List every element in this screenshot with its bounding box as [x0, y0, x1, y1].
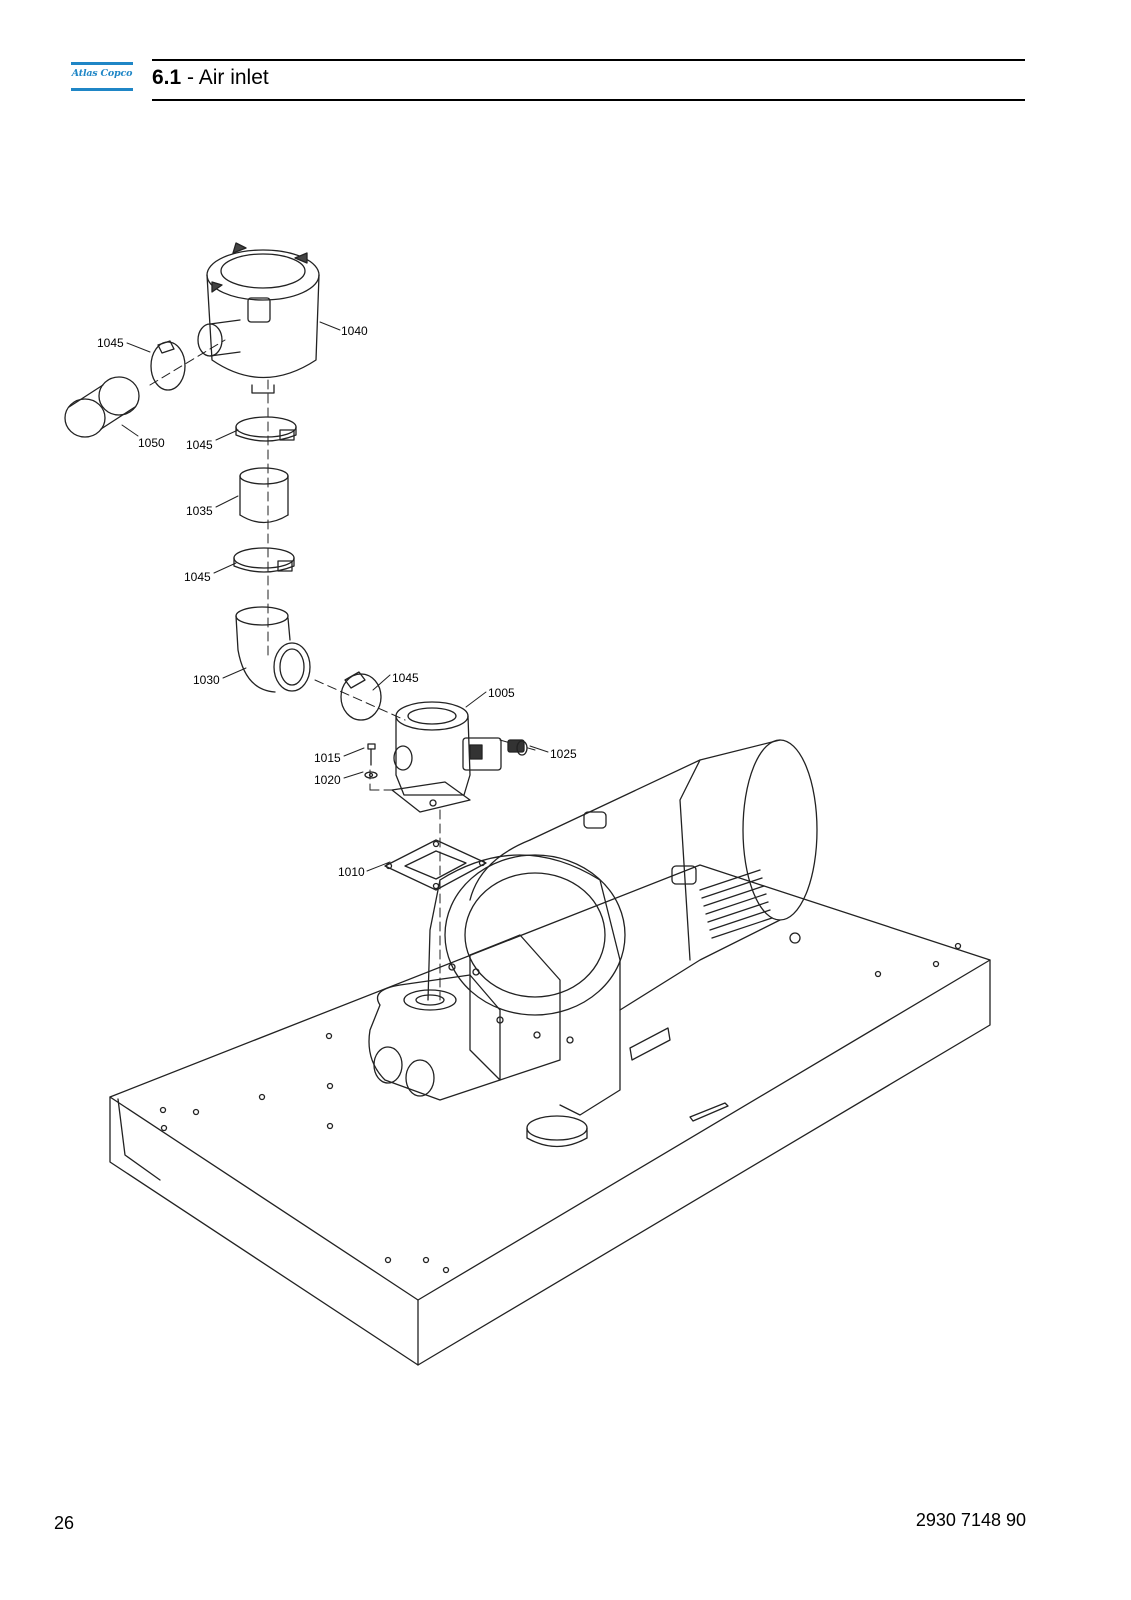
motor-cooling-fins	[699, 869, 773, 939]
logo-wordmark: Atlas Copco	[71, 68, 133, 79]
logo-top-bar	[71, 62, 133, 65]
callout-1045-upper: 1045	[186, 438, 213, 452]
document-number: 2930 7148 90	[915, 1510, 1026, 1530]
logo-bottom-bar	[71, 88, 133, 91]
section-number: 6.1	[152, 66, 182, 89]
rubber-sleeve	[239, 467, 289, 524]
elbow-hose	[235, 606, 311, 693]
air-filter-housing	[197, 242, 320, 394]
bolt-and-washer	[364, 743, 378, 779]
inlet-valve	[391, 701, 502, 813]
hose-clamp-filter	[150, 341, 186, 391]
callout-1035: 1035	[186, 504, 213, 518]
compressor-element	[368, 854, 671, 1148]
callout-1045-middle: 1045	[184, 570, 211, 584]
callout-1045-filter: 1045	[97, 336, 124, 350]
section-heading: 6.1 - Air inlet	[152, 66, 269, 90]
gasket	[384, 839, 487, 891]
hose-clamp-upper	[235, 416, 297, 442]
callout-1025: 1025	[550, 747, 577, 761]
callout-1015: 1015	[314, 751, 341, 765]
electric-motor	[469, 739, 818, 1011]
intake-tube	[64, 376, 140, 438]
section-title: - Air inlet	[181, 66, 269, 89]
fitting	[507, 739, 528, 756]
callout-1050: 1050	[138, 436, 165, 450]
callout-1045-lower: 1045	[392, 671, 419, 685]
header-bottom-rule	[152, 99, 1025, 101]
base-frame	[109, 864, 991, 1366]
callout-1005: 1005	[488, 686, 515, 700]
atlas-copco-logo: Atlas Copco	[71, 62, 133, 94]
hose-clamp-middle	[233, 547, 295, 573]
page-number: 26	[54, 1513, 75, 1533]
callout-1010: 1010	[338, 865, 365, 879]
callout-1040: 1040	[341, 324, 368, 338]
header-top-rule	[152, 59, 1025, 61]
callout-1030: 1030	[193, 673, 220, 687]
leader-lines	[121, 321, 549, 872]
hose-clamp-lower	[340, 671, 382, 721]
callout-1020: 1020	[314, 773, 341, 787]
